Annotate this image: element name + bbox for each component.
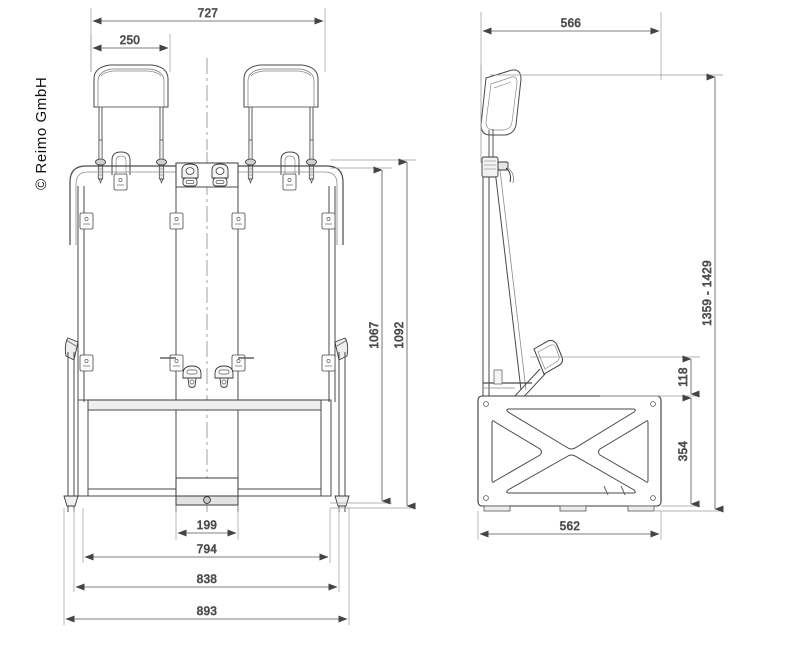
belt-loop-bracket-left xyxy=(111,151,131,175)
dimension-1359-1429: 1359 - 1429 xyxy=(490,73,724,513)
dimension-838-text: 838 xyxy=(197,574,217,586)
backrest-rails xyxy=(77,186,336,402)
dimension-893: 893 xyxy=(63,508,350,625)
dimension-893-text: 893 xyxy=(197,606,217,618)
dimension-562-text: 562 xyxy=(560,521,580,533)
dimension-199: 199 xyxy=(175,505,239,540)
seatbelt-buckle-left xyxy=(182,365,202,388)
central-belt-anchor-block xyxy=(175,162,239,188)
dimension-1092-text: 1092 xyxy=(394,321,406,348)
dimension-727-text: 727 xyxy=(198,8,218,20)
console-belt-guides-lower xyxy=(169,354,246,372)
dimension-566-text: 566 xyxy=(561,18,581,30)
mount-feet xyxy=(63,495,350,507)
side-view-dimensions: 566 1359 - 1429 118 354 xyxy=(477,12,724,540)
outer-belt-guides-upper xyxy=(79,212,336,230)
side-base-box xyxy=(477,395,662,512)
front-view-geometry xyxy=(63,58,350,512)
side-recline-hardware xyxy=(481,156,514,184)
console-belt-guides-upper xyxy=(169,212,246,230)
copyright-label: © Reimo GmbH xyxy=(33,77,50,190)
dimension-250-text: 250 xyxy=(120,35,140,47)
dimension-1359-1429-text: 1359 - 1429 xyxy=(702,260,714,326)
base-x-cutouts xyxy=(491,408,649,494)
seatbelt-buckle-right xyxy=(214,365,234,388)
dimension-727: 727 xyxy=(90,8,326,72)
headrest-posts xyxy=(98,107,314,158)
belt-loop-bracket-right xyxy=(280,151,300,175)
dimension-838: 838 xyxy=(73,508,340,592)
dimension-250: 250 xyxy=(90,34,171,72)
dimension-354: 354 xyxy=(661,394,700,508)
console-foot xyxy=(175,477,239,506)
copyright-text: © Reimo GmbH xyxy=(33,77,50,190)
outer-legs xyxy=(67,352,346,512)
side-headrest xyxy=(480,69,522,136)
outer-belt-guides-lower xyxy=(79,354,336,372)
side-backrest-rail xyxy=(480,65,527,398)
dimension-118-text: 118 xyxy=(678,367,690,387)
base-bottom-hatch xyxy=(603,485,626,496)
center-console-column xyxy=(175,186,239,512)
dimension-1092: 1092 xyxy=(330,158,416,510)
dimension-1067-text: 1067 xyxy=(369,321,381,348)
side-seat-pan xyxy=(483,369,532,389)
upper-belt-guide-right xyxy=(282,173,297,191)
recline-hinge-left xyxy=(64,337,79,361)
dimension-1067: 1067 xyxy=(330,166,392,505)
dimension-562: 562 xyxy=(477,511,662,540)
side-view-geometry xyxy=(477,65,662,512)
dimension-354-text: 354 xyxy=(678,441,690,462)
dimension-566: 566 xyxy=(480,12,662,80)
upper-belt-guide-left xyxy=(113,173,128,191)
headrest-left xyxy=(93,64,169,108)
front-view-dimensions: 727 250 1067 1092 xyxy=(63,8,416,625)
dimension-794-text: 794 xyxy=(197,544,218,556)
recline-hinge-right xyxy=(334,337,349,361)
headrest-right xyxy=(243,64,319,108)
dimension-199-text: 199 xyxy=(197,520,217,532)
dimension-794: 794 xyxy=(82,508,331,563)
